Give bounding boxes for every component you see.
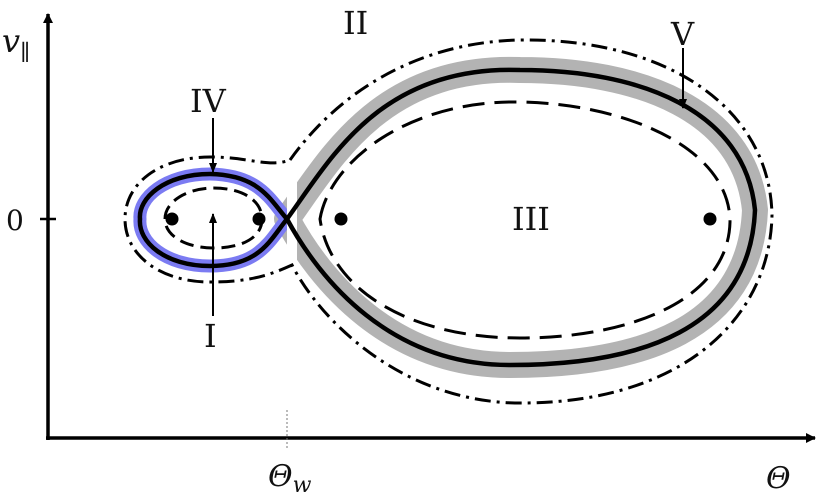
fixed-point bbox=[334, 212, 348, 226]
region-label-IV: IV bbox=[190, 82, 227, 120]
fixed-point bbox=[165, 212, 179, 226]
y-axis-label: v∥ bbox=[2, 22, 30, 66]
theta-w-label: Θw bbox=[268, 459, 312, 498]
outer-dashdot-curve bbox=[123, 38, 774, 405]
band-cut-left bbox=[287, 160, 297, 280]
fixed-point bbox=[703, 212, 717, 226]
y-zero-label: 0 bbox=[6, 204, 24, 237]
x-axis-label: Θ bbox=[766, 461, 791, 496]
region-label-II: II bbox=[343, 4, 368, 42]
region-label-I: I bbox=[204, 317, 217, 355]
separatrix-curve bbox=[137, 67, 758, 368]
inner-dashed-right bbox=[318, 100, 732, 340]
region-label-III: III bbox=[512, 200, 550, 238]
region-label-V: V bbox=[670, 15, 695, 53]
fixed-point bbox=[252, 212, 266, 226]
